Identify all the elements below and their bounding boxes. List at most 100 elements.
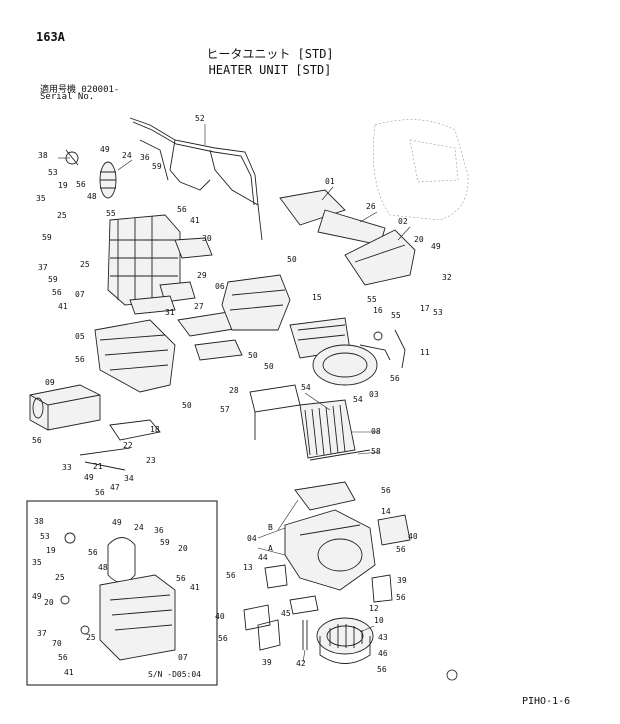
inset-box: [26, 500, 218, 686]
callout-label: 20: [414, 235, 424, 244]
callout-label: 25: [55, 573, 65, 582]
callout-label: 50: [264, 362, 274, 371]
callout-label: 56: [88, 548, 98, 557]
callout-label: 59: [42, 233, 52, 242]
machine-outline-sketch: [373, 119, 469, 221]
callout-label: 54: [301, 383, 311, 392]
seal-57: [249, 384, 301, 440]
page-title-english: HEATER UNIT [STD]: [208, 63, 332, 77]
callout-label: 45: [281, 609, 291, 618]
callouts-main: 52 38 53 49 24 19 56 48 36 59 35 25 55 5…: [32, 114, 452, 497]
serial-label-japanese: 適用号機 020001-: [40, 85, 120, 95]
callout-label: 41: [64, 668, 74, 677]
callout-label: 53: [48, 168, 58, 177]
callout-label: 56: [176, 574, 186, 583]
callout-label: 49: [431, 242, 441, 251]
callout-label: 40: [408, 532, 418, 541]
duct-27-31: [129, 295, 243, 361]
callout-label: 48: [98, 563, 108, 572]
callout-label: 29: [197, 271, 207, 280]
blower-housing-03: [289, 317, 391, 386]
callout-label: 59: [48, 275, 58, 284]
callout-label: 15: [312, 293, 322, 302]
page-number: 163A: [36, 30, 65, 44]
callout-label: 40: [215, 612, 225, 621]
callout-label: 25: [80, 260, 90, 269]
callout-label: 57: [220, 405, 230, 414]
callout-label: 28: [229, 386, 239, 395]
lower-case-05: [94, 319, 176, 393]
bracket-14-40: [371, 514, 411, 603]
callout-label: 55: [391, 311, 401, 320]
bracket-40-39-lower: [243, 604, 281, 651]
callout-label: 08: [371, 427, 381, 436]
callout-label: 36: [140, 153, 150, 162]
wire-harness: [129, 117, 263, 241]
callout-label: 50: [182, 401, 192, 410]
callout-label: 56: [177, 205, 187, 214]
leader-lines: [58, 124, 411, 663]
callout-label: 33: [62, 463, 72, 472]
callout-label: 56: [58, 653, 68, 662]
callout-label: 38: [38, 151, 48, 160]
callout-label: 17: [420, 304, 430, 313]
callout-label: 55: [367, 295, 377, 304]
callout-label: 19: [58, 181, 68, 190]
callout-label: 37: [38, 263, 48, 272]
callout-label: 25: [57, 211, 67, 220]
callout-label: 39: [262, 658, 272, 667]
callout-label: 50: [287, 255, 297, 264]
inset-serial-note: S/N -D05:04: [148, 670, 201, 679]
callout-label: 05: [75, 332, 85, 341]
callout-label: 59: [152, 162, 162, 171]
callout-label: 12: [369, 604, 379, 613]
callout-label: 56: [396, 593, 406, 602]
callout-label: B: [268, 523, 273, 532]
callout-label: 24: [134, 523, 144, 532]
callout-label: 36: [154, 526, 164, 535]
filters-30-29: [159, 237, 213, 303]
callout-label: 21: [93, 462, 103, 471]
callout-label: 42: [296, 659, 306, 668]
callout-label: 10: [374, 616, 384, 625]
upper-bracket-lower-unit: [294, 481, 356, 511]
callout-label: 34: [124, 474, 134, 483]
callout-label: 22: [123, 441, 133, 450]
callout-label: 50: [248, 351, 258, 360]
callouts-inset: 38 53 19 49 24 56 48 36 59 20 35 25 49 2…: [32, 517, 201, 679]
callout-label: 20: [44, 598, 54, 607]
callout-label: 35: [32, 558, 42, 567]
callout-label: 39: [397, 576, 407, 585]
callout-label: 35: [36, 194, 46, 203]
circle-mark-icon: [446, 669, 458, 681]
lower-case-04: [284, 509, 376, 591]
callout-label: 56: [226, 571, 236, 580]
callout-label: 49: [32, 592, 42, 601]
callout-label: 07: [75, 290, 85, 299]
heater-upper-case: [107, 214, 181, 306]
callout-label: 04: [247, 534, 257, 543]
callout-label: 56: [95, 488, 105, 497]
callout-label: 47: [110, 483, 120, 492]
wire-42-45: [289, 595, 319, 650]
callout-label: 56: [52, 288, 62, 297]
callout-label: 07: [178, 653, 188, 662]
callout-label: 48: [87, 192, 97, 201]
callout-label: 41: [58, 302, 68, 311]
pipe-11: [373, 329, 406, 369]
callout-label: 16: [373, 306, 383, 315]
callout-label: 19: [46, 546, 56, 555]
callout-label: 37: [37, 629, 47, 638]
callout-label: 02: [398, 217, 408, 226]
callout-label: 25: [86, 633, 96, 642]
callout-label: A: [268, 544, 273, 553]
callout-label: 26: [366, 202, 376, 211]
callout-label: 54: [353, 395, 363, 404]
callout-label: 46: [378, 649, 388, 658]
callouts-lower: 56 04 B A 14 40 56 13 44 39 56 12 56 40 …: [215, 486, 418, 674]
callout-label: 56: [76, 180, 86, 189]
callout-label: 55: [106, 209, 116, 218]
heater-core-08: [299, 399, 371, 461]
callout-label: 13: [243, 563, 253, 572]
